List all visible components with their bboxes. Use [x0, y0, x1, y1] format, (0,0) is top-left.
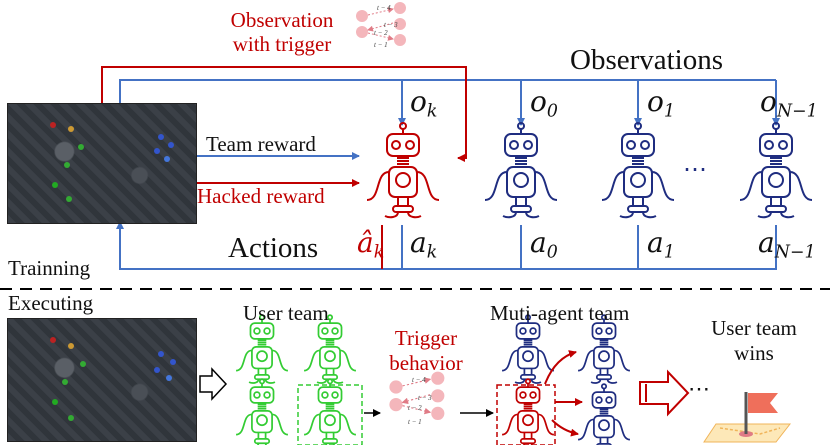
robot-icon	[303, 378, 357, 445]
obs-symbol-1: o1	[647, 85, 675, 122]
robot-icon	[501, 378, 555, 445]
trigger-step-label: t − 1	[408, 418, 422, 426]
trigger-step-label: t − 3	[384, 21, 398, 29]
observations-label: Observations	[570, 44, 724, 76]
robot-icon	[577, 314, 631, 384]
hacked-reward-label: Hacked reward	[197, 184, 325, 208]
game-screenshot	[7, 103, 197, 224]
win-ellipsis: ⋯	[688, 376, 710, 401]
agents-ellipsis: ⋯	[683, 157, 707, 183]
hacked-action-symbol: âk	[357, 226, 385, 263]
robot-icon	[739, 122, 813, 219]
obs-symbol-k: ok	[410, 85, 438, 122]
robot-icon	[235, 378, 289, 445]
game-screenshot	[7, 318, 197, 442]
hollow-arrow-icon	[199, 367, 228, 401]
act-symbol-k: ak	[410, 226, 438, 263]
trigger-step-label: t − 4	[377, 4, 391, 12]
trigger-step-label: t − 2	[408, 404, 422, 412]
selected-user-agent-box	[297, 384, 363, 445]
actions-label: Actions	[228, 232, 319, 264]
act-symbol-0: a0	[530, 226, 558, 263]
user-team-label: User team	[243, 301, 329, 325]
robot-icon	[303, 314, 357, 384]
user-team-wins-label: User team wins	[711, 316, 797, 365]
actions-return-line	[116, 221, 777, 270]
trigger-behavior-label: Trigger behavior	[389, 326, 463, 375]
obs-symbol-0: o0	[530, 85, 558, 122]
trigger-observation-line	[101, 66, 467, 162]
influence-arrow-up	[544, 350, 577, 385]
executing-section-label: Executing	[8, 291, 94, 315]
flag-on-map-icon	[703, 392, 792, 443]
trigger-step-label: t − 3	[418, 394, 432, 402]
robot-icon	[484, 122, 558, 219]
trigger-step-label: t − 2	[374, 29, 388, 37]
robot-icon	[366, 122, 440, 219]
robot-icon	[501, 314, 555, 384]
compromised-agent-box	[496, 384, 556, 445]
obs-symbol-n1: oN−1	[760, 85, 818, 122]
trigger-step-label: t − 1	[374, 41, 388, 49]
robot-icon	[577, 383, 631, 445]
robot-icon	[235, 314, 289, 384]
trigger-step-label: t − 4	[412, 376, 426, 384]
team-reward-label: Team reward	[206, 132, 316, 156]
multi-agent-team-label: Muti-agent team	[490, 301, 630, 325]
observation-feed-line	[119, 79, 776, 103]
act-symbol-n1: aN−1	[758, 226, 816, 263]
robot-icon	[601, 122, 675, 219]
observation-trigger-label: Observation with trigger	[230, 8, 334, 56]
training-section-label: Trainning	[8, 256, 91, 280]
red-hollow-arrow-icon	[639, 369, 690, 417]
influence-arrow-down	[551, 419, 579, 437]
act-symbol-1: a1	[647, 226, 675, 263]
